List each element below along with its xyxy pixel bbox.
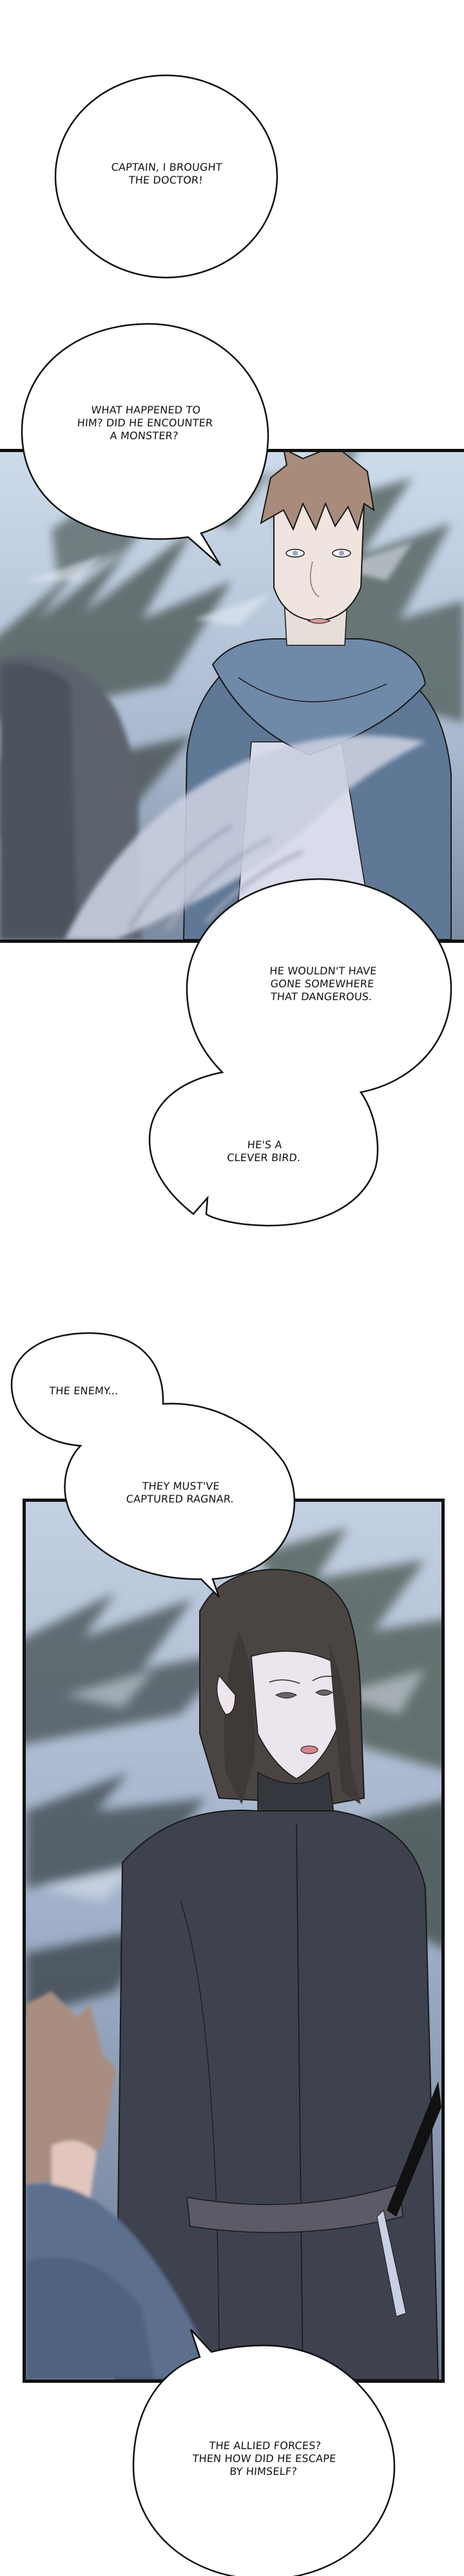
panel-2-illustration xyxy=(26,1502,441,2380)
bubble-5-text: THE ENEMY... xyxy=(48,1385,119,1397)
bubble-4-text: HE'S A CLEVER BIRD. xyxy=(226,1139,302,1164)
woman-in-uniform xyxy=(115,1568,441,2380)
speech-bubble-1 xyxy=(54,74,278,279)
panel-1 xyxy=(0,449,464,943)
panel-1-illustration xyxy=(0,452,464,940)
panel-2 xyxy=(23,1499,445,2383)
foreground-figure xyxy=(0,655,142,940)
bubble-2-text: WHAT HAPPENED TO HIM? DID HE ENCOUNTER A… xyxy=(77,404,213,442)
bubble-3-text: HE WOULDN'T HAVE GONE SOMEWHERE THAT DAN… xyxy=(269,965,378,1003)
bubble-1-text: CAPTAIN, I BROUGHT THE DOCTOR! xyxy=(111,161,223,186)
bubble-7-text: THE ALLIED FORCES? THEN HOW DID HE ESCAP… xyxy=(192,2439,337,2477)
